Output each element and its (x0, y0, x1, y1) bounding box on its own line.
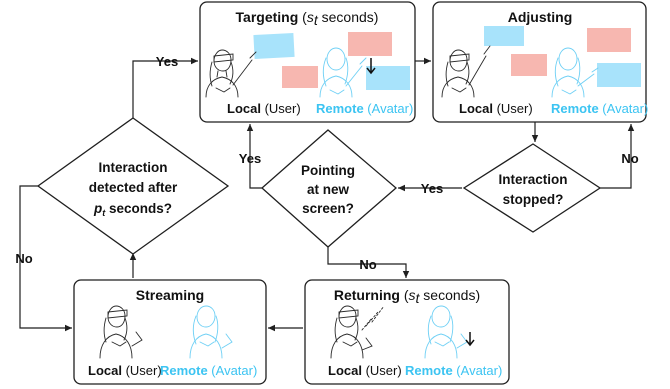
decision-pointing-line1: Pointing (301, 163, 355, 178)
state-returning: Returning (st seconds) Local (User) Remo… (304, 279, 510, 385)
decision-detected-line2: detected after (89, 180, 178, 195)
targeting-caption-remote: Remote (Avatar) (316, 101, 413, 116)
edge-label-yes-stopped: Yes (421, 181, 443, 196)
decision-detected-line1: Interaction (98, 160, 167, 175)
decision-stopped-line2: stopped? (503, 192, 564, 207)
decision-interaction-stopped: Interaction stopped? (462, 143, 602, 233)
state-streaming: Streaming Local (User) Remote (Avatar) (73, 279, 267, 385)
targeting-title: Targeting (st seconds) (236, 9, 379, 28)
returning-caption-local: Local (User) (328, 363, 402, 378)
local-user-illustration (330, 305, 385, 359)
streaming-title: Streaming (136, 287, 204, 303)
edge-pointing-to-returning (327, 247, 410, 278)
edge-detected-to-targeting (132, 57, 198, 118)
adjusting-caption-local: Local (User) (459, 101, 533, 116)
decision-pointing-line2: at new (307, 182, 350, 197)
returning-title: Returning (st seconds) (334, 287, 480, 306)
screen-red-local (282, 66, 318, 88)
targeting-caption-local: Local (User) (227, 101, 301, 116)
screen-blue-remote (366, 66, 410, 90)
decision-interaction-detected: Interaction detected after pt seconds? (36, 117, 230, 255)
edge-label-no-stopped: No (621, 151, 638, 166)
edge-label-no-pointing: No (359, 257, 376, 272)
decision-stopped-line1: Interaction (498, 172, 567, 187)
screen-red-remote (587, 28, 631, 52)
adjusting-caption-remote: Remote (Avatar) (551, 101, 648, 116)
adjusting-title: Adjusting (508, 9, 573, 25)
remote-avatar-illustration (551, 47, 599, 98)
edge-pointing-to-targeting (246, 124, 262, 189)
decision-pointing-line3: screen? (302, 201, 354, 216)
returning-box (304, 279, 510, 385)
decision-pointing-diamond (261, 129, 397, 248)
remote-avatar-illustration (189, 305, 233, 359)
edge-stopped-to-adjusting (600, 124, 635, 189)
returning-caption-remote: Remote (Avatar) (405, 363, 502, 378)
local-user-illustration (205, 49, 257, 98)
down-arrow-icon (465, 332, 475, 347)
screen-blue-local (253, 32, 295, 60)
remote-avatar-illustration (319, 47, 367, 98)
decision-stopped-diamond (462, 143, 602, 233)
decision-pointing: Pointing at new screen? (261, 129, 397, 248)
streaming-caption-local: Local (User) (88, 363, 162, 378)
screen-red-local (511, 54, 547, 76)
screen-blue-remote (597, 63, 641, 87)
edge-label-yes-detected: Yes (156, 54, 178, 69)
decision-detected-diamond (36, 117, 230, 255)
local-user-illustration (99, 305, 143, 359)
screen-blue-local (484, 26, 524, 46)
decision-detected-line3: pt seconds? (93, 201, 172, 218)
state-targeting: Targeting (st seconds) Local (User) Remo… (199, 1, 416, 123)
down-arrow-icon (366, 58, 376, 75)
local-user-illustration (441, 45, 491, 98)
edge-label-no-detected: No (15, 251, 32, 266)
edge-detected-to-streaming (19, 185, 72, 332)
edge-label-yes-pointing: Yes (239, 151, 261, 166)
edges (19, 57, 635, 332)
streaming-box (73, 279, 267, 385)
state-adjusting: Adjusting Local (User) Remote (Avatar) (432, 1, 648, 123)
streaming-caption-remote: Remote (Avatar) (160, 363, 257, 378)
screen-red-remote (348, 32, 392, 56)
